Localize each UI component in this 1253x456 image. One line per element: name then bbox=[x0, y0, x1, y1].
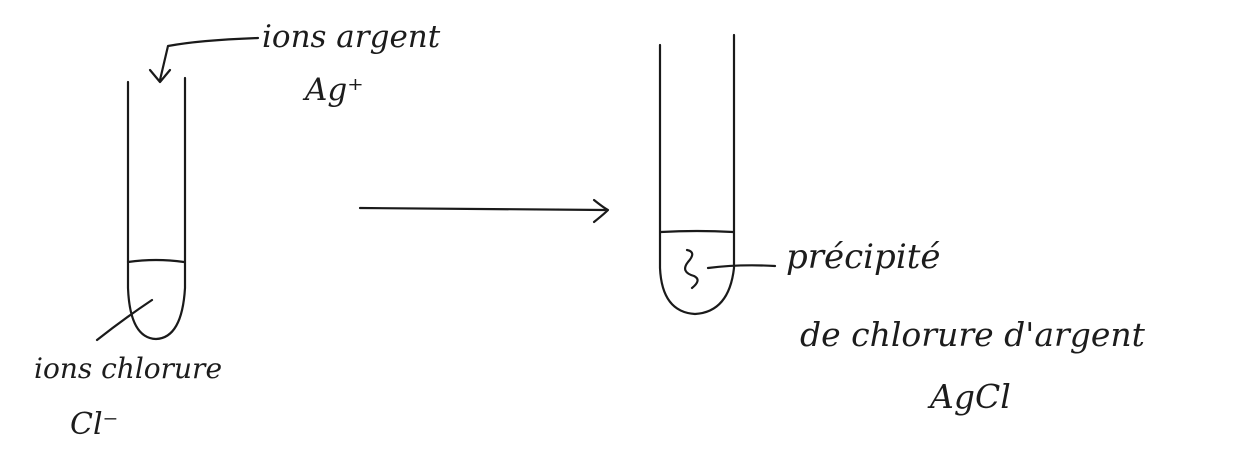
chloride-ions-formula: Cl⁻ bbox=[70, 407, 119, 442]
precipitate-squiggle bbox=[684, 248, 699, 290]
reaction-arrow bbox=[358, 198, 610, 224]
test-tube-right-liquid-surface bbox=[659, 229, 735, 234]
precipitate-pointer bbox=[706, 264, 777, 270]
test-tube-left-wall bbox=[126, 76, 187, 341]
test-tube-left bbox=[126, 76, 187, 341]
precipitate-label: précipité bbox=[786, 237, 941, 277]
silver-ions-arrow bbox=[148, 36, 260, 84]
test-tube-right-wall bbox=[658, 33, 736, 316]
test-tube-right bbox=[658, 33, 736, 316]
precipitate-formula: AgCl bbox=[930, 377, 1011, 416]
precipitate-description: de chlorure d'argent bbox=[800, 315, 1145, 354]
chloride-ions-label: ions chlorure bbox=[34, 352, 223, 385]
chloride-ions-pointer bbox=[95, 298, 154, 342]
silver-ions-label: ions argent bbox=[262, 19, 441, 55]
silver-ions-formula: Ag⁺ bbox=[305, 72, 364, 108]
test-tube-left-liquid-surface bbox=[126, 258, 186, 264]
